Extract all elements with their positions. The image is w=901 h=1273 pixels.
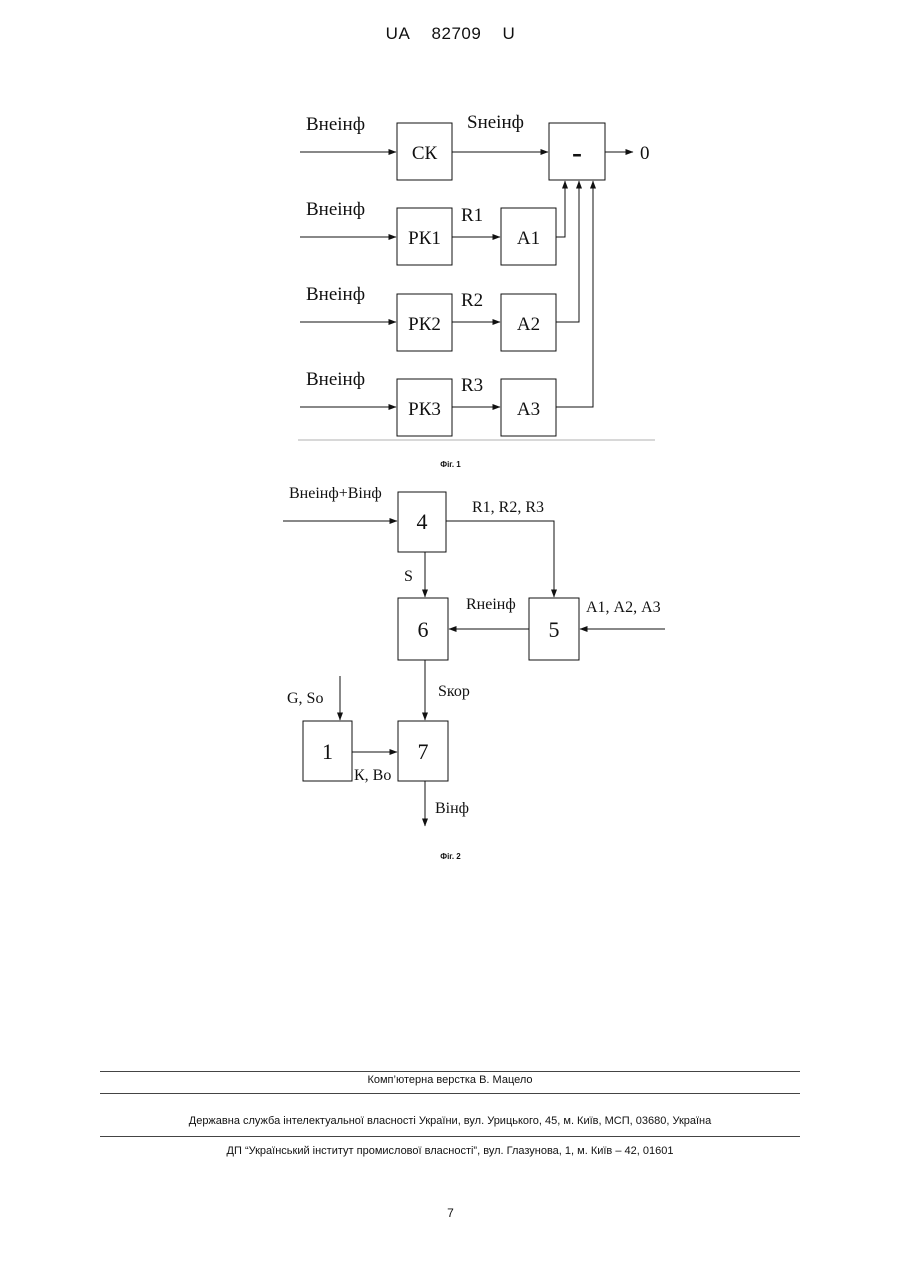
- fig2-label-block-5: 5: [549, 617, 560, 642]
- fig2-caption: Фіг. 2: [0, 852, 901, 861]
- fig2-label-gso: G, So: [287, 690, 323, 707]
- fig1-label-rk2: РК2: [408, 314, 441, 335]
- footer-rule-1: [100, 1071, 800, 1072]
- fig2-label-output: Вінф: [435, 800, 469, 817]
- fig1-label-a1: А1: [517, 228, 540, 249]
- fig1-arrow-a1-sub: [556, 181, 565, 237]
- footer-rule-2: [100, 1093, 800, 1094]
- fig1-subtract-symbol: -: [572, 136, 582, 169]
- fig2-label-kbo: К, Во: [354, 767, 391, 784]
- fig1-arrow-a2-sub: [556, 181, 579, 322]
- page-number: 7: [0, 1206, 901, 1220]
- fig1-label-sk-output: Sнеінф: [467, 112, 524, 133]
- fig1-label-a3: А3: [517, 399, 540, 420]
- fig2-label-block-7: 7: [418, 739, 429, 764]
- fig1-label-sk: СК: [412, 143, 438, 164]
- footer-layout-credit: Комп’ютерна верстка В. Мацело: [100, 1074, 800, 1086]
- fig1-arrow-a3-sub: [556, 181, 593, 407]
- fig1-label-input-row1: Внеінф: [306, 199, 365, 220]
- fig1-label-r1: R1: [461, 205, 483, 226]
- footer-service-address: Державна служба інтелектуальної власност…: [100, 1115, 800, 1127]
- fig1-label-rk3: РК3: [408, 399, 441, 420]
- fig2-label-s: S: [404, 568, 413, 585]
- fig1-label-a2: А2: [517, 314, 540, 335]
- fig2-label-r: R1, R2, R3: [472, 499, 544, 516]
- fig2-label-input: Внеінф+Вінф: [289, 485, 382, 502]
- footer-institute-address: ДП “Український інститут промислової вла…: [100, 1145, 800, 1157]
- footer-rule-3: [100, 1136, 800, 1137]
- fig2-label-rneinf: Rнеінф: [466, 596, 516, 613]
- fig1-label-input-row3: Внеінф: [306, 369, 365, 390]
- fig2-label-block-4: 4: [417, 509, 428, 534]
- figure-2: [283, 492, 665, 826]
- fig1-label-r3: R3: [461, 375, 483, 396]
- fig1-caption: Фіг. 1: [0, 460, 901, 469]
- fig2-label-block-1: 1: [322, 739, 333, 764]
- fig2-label-block-6: 6: [418, 617, 429, 642]
- fig2-label-skor: Sкор: [438, 683, 470, 700]
- fig2-label-a: А1, А2, А3: [586, 599, 661, 616]
- fig1-label-input-row2: Внеінф: [306, 284, 365, 305]
- fig1-label-rk1: РК1: [408, 228, 441, 249]
- fig2-arrow-4-to-5: [446, 521, 554, 597]
- fig1-label-input-sk: Внеінф: [306, 114, 365, 135]
- fig1-label-output: 0: [640, 143, 650, 164]
- fig1-label-r2: R2: [461, 290, 483, 311]
